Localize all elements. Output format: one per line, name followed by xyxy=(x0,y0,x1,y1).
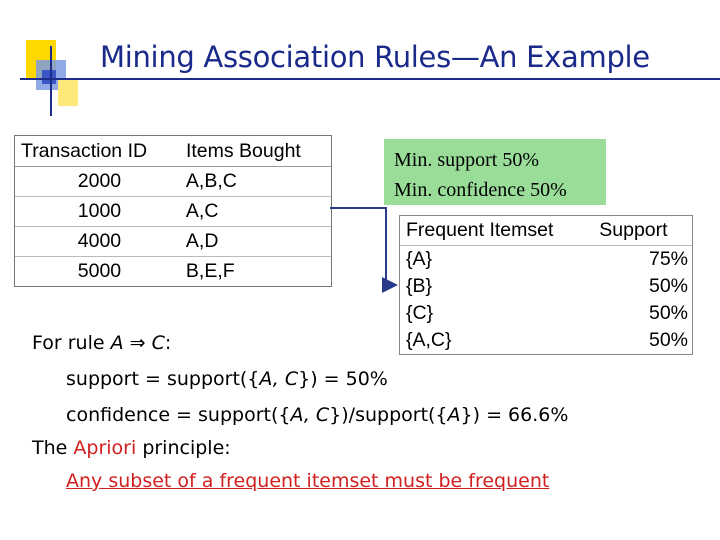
frequent-table-header: Frequent Itemset Support xyxy=(400,216,692,246)
apriori-line: The Apriori principle: xyxy=(32,437,231,459)
table-row: {B} 50% xyxy=(400,273,692,300)
support-cell: 50% xyxy=(648,329,688,351)
min-threshold-box: Min. support 50% Min. confidence 50% xyxy=(384,139,606,205)
table-row: {A,C} 50% xyxy=(400,327,692,354)
table-row: {C} 50% xyxy=(400,300,692,327)
transaction-id-cell: 2000 xyxy=(77,170,122,192)
confidence-formula-pre: confidence = support({ xyxy=(66,404,291,426)
table-row: 4000 A,D xyxy=(15,227,331,257)
itemset-cell: {A,C} xyxy=(406,329,452,351)
rule-suffix: : xyxy=(164,332,172,354)
column-header-frequent-itemset: Frequent Itemset xyxy=(406,219,554,241)
items-cell: A,B,C xyxy=(185,170,237,192)
support-formula-result: }) = 50% xyxy=(298,368,388,390)
support-formula: support = support({A, C}) = 50% xyxy=(66,368,388,390)
transaction-id-cell: 4000 xyxy=(77,230,122,252)
apriori-post: principle: xyxy=(142,437,231,459)
support-cell: 50% xyxy=(648,302,688,324)
support-cell: 50% xyxy=(648,275,688,297)
frequent-itemset-table: Frequent Itemset Support {A} 75% {B} 50%… xyxy=(399,215,693,355)
support-cell: 75% xyxy=(648,248,688,270)
support-formula-itemset: A, C xyxy=(259,368,299,390)
rule-antecedent: A xyxy=(110,332,124,354)
column-header-support: Support xyxy=(599,219,668,241)
confidence-formula-itemset: A, C xyxy=(290,404,330,426)
transaction-table-header: Transaction ID Items Bought xyxy=(15,136,331,167)
itemset-cell: {A} xyxy=(406,248,433,270)
support-formula-pre: support = support({ xyxy=(66,368,260,390)
rule-prefix: For rule xyxy=(32,332,105,354)
transaction-id-cell: 5000 xyxy=(77,260,122,282)
table-row: 5000 B,E,F xyxy=(15,257,331,286)
confidence-formula-denominator: A xyxy=(447,404,461,426)
min-confidence-text: Min. confidence 50% xyxy=(394,179,567,201)
table-row: 1000 A,C xyxy=(15,197,331,227)
table-row: {A} 75% xyxy=(400,246,692,273)
decor-light-yellow-block xyxy=(58,80,78,106)
items-cell: A,C xyxy=(185,200,219,222)
min-support-text: Min. support 50% xyxy=(394,149,539,171)
rule-consequent: C xyxy=(151,332,165,354)
confidence-formula-mid: })/support({ xyxy=(329,404,448,426)
confidence-formula: confidence = support({A, C})/support({A}… xyxy=(66,404,568,426)
apriori-keyword: Apriori xyxy=(73,437,137,459)
confidence-formula-result: }) = 66.6% xyxy=(460,404,569,426)
title-underline xyxy=(20,78,720,80)
column-header-items-bought: Items Bought xyxy=(185,139,301,162)
itemset-cell: {C} xyxy=(406,302,434,324)
implies-symbol: ⇒ xyxy=(129,332,146,354)
transaction-id-cell: 1000 xyxy=(77,200,122,222)
apriori-pre: The xyxy=(32,437,68,459)
column-header-transaction-id: Transaction ID xyxy=(21,139,148,162)
decor-small-blue-block xyxy=(42,70,56,84)
apriori-principle-statement: Any subset of a frequent itemset must be… xyxy=(66,470,550,492)
items-cell: A,D xyxy=(185,230,219,252)
rule-line: For rule A ⇒ C: xyxy=(32,332,171,354)
decor-vertical-line xyxy=(50,46,52,116)
itemset-cell: {B} xyxy=(406,275,433,297)
items-cell: B,E,F xyxy=(185,260,235,282)
transaction-table: Transaction ID Items Bought 2000 A,B,C 1… xyxy=(14,135,332,287)
table-row: 2000 A,B,C xyxy=(15,167,331,197)
page-title: Mining Association Rules—An Example xyxy=(100,40,650,74)
